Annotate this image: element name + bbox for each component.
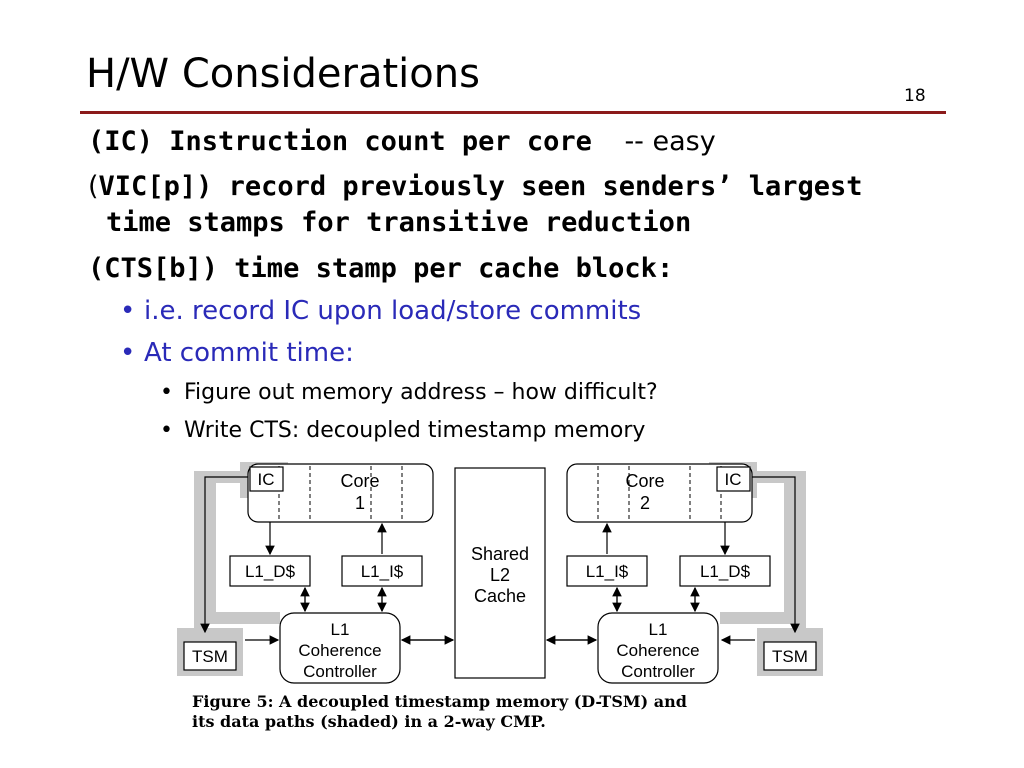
core-2-box <box>566 463 753 523</box>
right-l1i-label: L1_I$ <box>586 562 629 581</box>
left-ic-label: IC <box>258 470 275 489</box>
core-1-label: Core <box>340 471 379 491</box>
bullet-dot: • <box>120 296 136 326</box>
right-coherence-box <box>597 612 719 684</box>
subsub-bullet-memory-address-text: Figure out memory address – how difficul… <box>184 380 658 405</box>
subsub-bullet-write-cts-text: Write CTS: decoupled timestamp memory <box>184 418 646 443</box>
left-coherence-line2: Coherence <box>298 641 381 660</box>
subsub-bullet-write-cts: • Write CTS: decoupled timestamp memory <box>160 416 645 446</box>
right-coherence-line2: Coherence <box>616 641 699 660</box>
left-coherence-line1: L1 <box>331 620 350 639</box>
bullet-vic-paren: ( <box>88 171 99 202</box>
right-tsm-box <box>763 641 817 671</box>
bullet-cts: (CTS[b]) time stamp per cache block: <box>88 253 674 284</box>
right-l1d-box <box>679 555 771 587</box>
left-coherence-line3: Controller <box>303 662 377 681</box>
left-tsm-label: TSM <box>192 647 228 666</box>
figure-caption: Figure 5: A decoupled timestamp memory (… <box>192 692 812 732</box>
dtsm-diagram: IC Core 1 IC Core 2 Shared L2 Cache L1_D… <box>177 462 823 684</box>
bullet-vic-line1: (VIC[p]) record previously seen senders’… <box>88 169 863 205</box>
sub-bullet-record-ic: • i.e. record IC upon load/store commits <box>120 295 641 327</box>
bullet-dot: • <box>160 418 173 443</box>
caption-line1: Figure 5: A decoupled timestamp memory (… <box>192 692 687 711</box>
caption-line2: its data paths (shaded) in a 2-way CMP. <box>192 712 546 731</box>
core-2-label: Core <box>625 471 664 491</box>
bullet-dot: • <box>120 338 136 368</box>
right-coherence-line3: Controller <box>621 662 695 681</box>
left-ic-to-tsm-arrow <box>200 476 249 634</box>
left-l1i-label: L1_I$ <box>361 562 404 581</box>
slide-title: H/W Considerations <box>86 51 480 97</box>
bullet-vic-text: VIC[p]) record previously seen senders’ … <box>98 171 863 202</box>
right-coherence-line1: L1 <box>649 620 668 639</box>
left-l1d-box <box>229 555 311 587</box>
left-l1i-box <box>341 555 423 587</box>
bullet-ic-bold: (IC) Instruction count per core <box>88 126 592 157</box>
right-l1d-label: L1_D$ <box>700 562 751 581</box>
left-tsm-box <box>183 641 237 671</box>
right-l1i-box <box>566 555 648 587</box>
sub-bullet-record-ic-text: i.e. record IC upon load/store commits <box>144 296 642 326</box>
sub-bullet-commit-time: • At commit time: <box>120 337 354 369</box>
core-2-number: 2 <box>640 493 650 513</box>
bullet-vic-line2: time stamps for transitive reduction <box>106 207 692 238</box>
bullet-dot: • <box>160 380 173 405</box>
shared-l2-line3: Cache <box>474 586 526 606</box>
title-divider <box>80 111 946 114</box>
shared-l2-line2: L2 <box>490 565 510 585</box>
left-ic-box <box>249 466 284 492</box>
right-ic-to-tsm-arrow <box>749 476 800 634</box>
bullet-ic-rest: -- easy <box>624 126 716 157</box>
left-l1d-label: L1_D$ <box>245 562 296 581</box>
shared-l2-box <box>454 467 546 679</box>
sub-bullet-commit-time-text: At commit time: <box>144 338 354 368</box>
slide-number: 18 <box>904 86 926 106</box>
core-1-box <box>247 463 434 523</box>
right-ic-box <box>716 466 751 492</box>
left-coherence-box <box>279 612 401 684</box>
subsub-bullet-memory-address: • Figure out memory address – how difficu… <box>160 378 658 408</box>
shared-l2-line1: Shared <box>471 544 529 564</box>
right-tsm-label: TSM <box>772 647 808 666</box>
right-ic-label: IC <box>725 470 742 489</box>
core-1-number: 1 <box>355 493 365 513</box>
bullet-ic: (IC) Instruction count per core -- easy <box>88 124 716 160</box>
